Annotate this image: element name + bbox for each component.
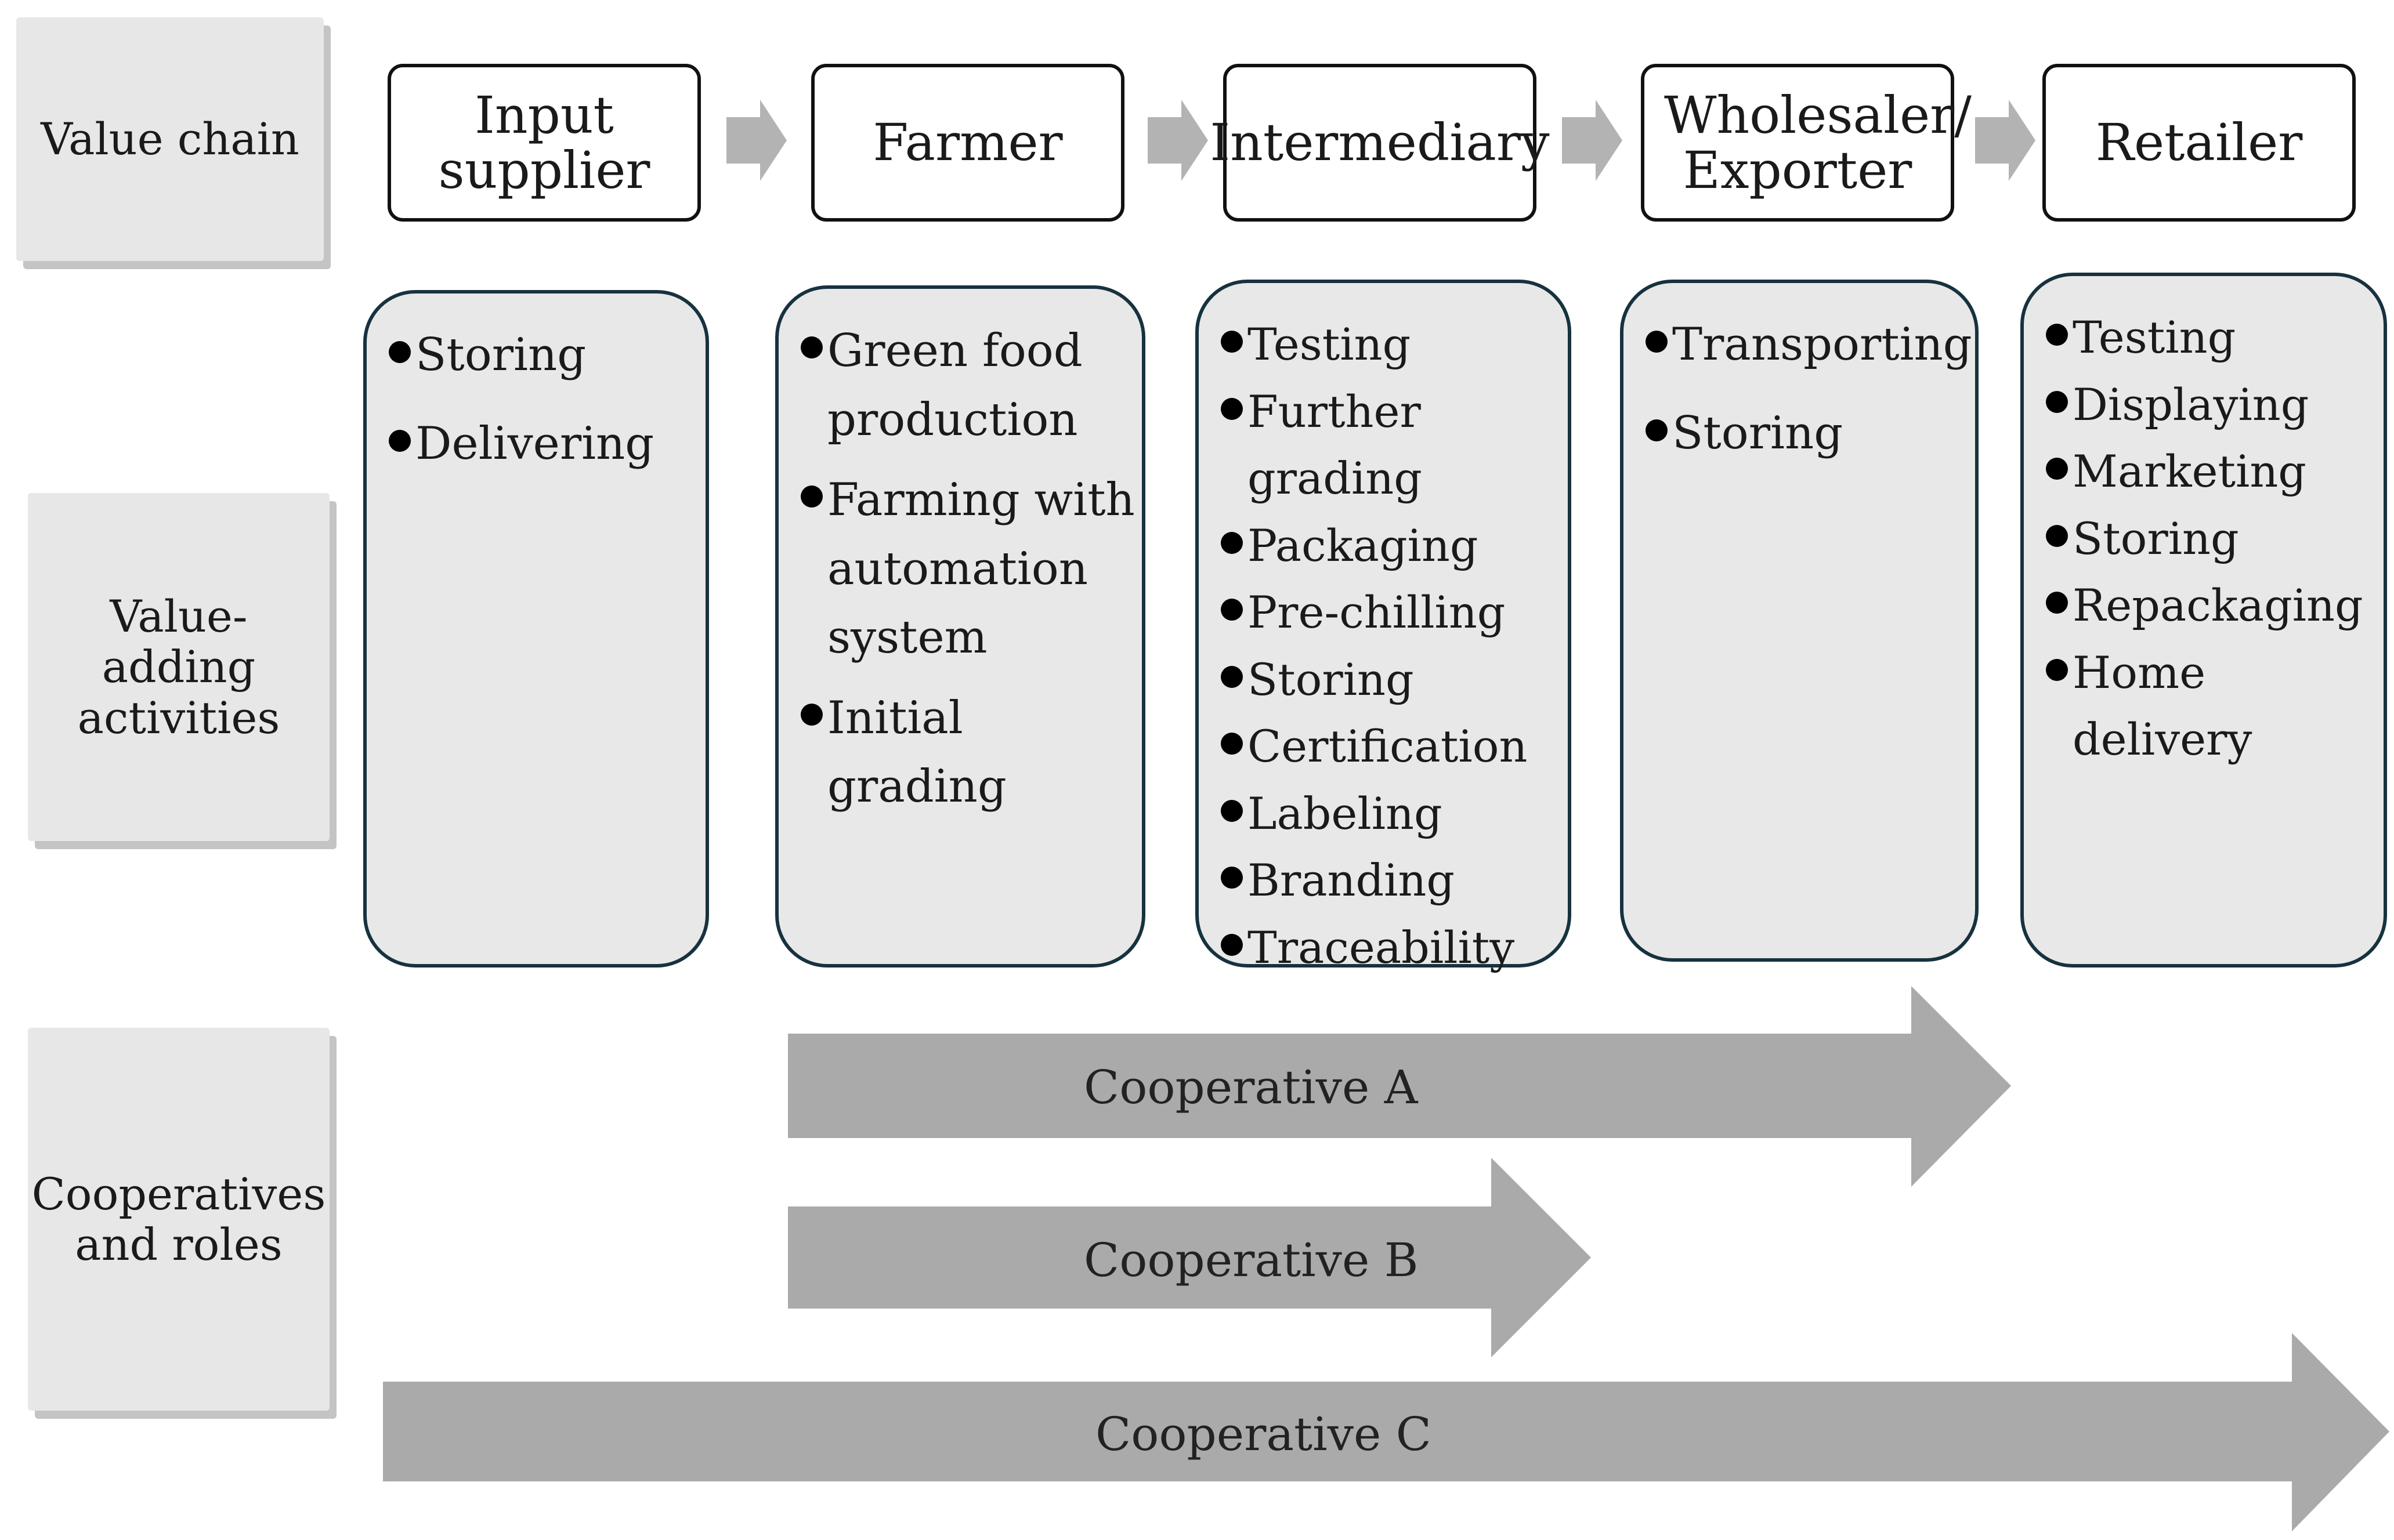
- row-label-cooperatives-text: Cooperatives and roles: [31, 1168, 326, 1270]
- stage-retailer: Retailer: [2042, 64, 2356, 222]
- stage-wholesaler-exporter: Wholesaler/ Exporter: [1641, 64, 1972, 222]
- activity-item: Packaging: [1221, 512, 1563, 579]
- activity-item: Testing: [2046, 304, 2378, 371]
- row-label-value-chain-text: Value chain: [41, 113, 299, 165]
- stage-input-supplier-label: Input supplier: [438, 85, 650, 200]
- cooperative-c-label: Cooperative C: [1095, 1407, 1431, 1461]
- activity-item: Labeling: [1221, 780, 1563, 847]
- activity-item: Traceability: [1221, 914, 1563, 981]
- activity-item: Farming with automation system: [801, 466, 1136, 672]
- activity-item: Testing: [1221, 311, 1563, 378]
- activities-wholesaler-exporter: Transporting Storing: [1620, 280, 1979, 962]
- cooperative-b-label: Cooperative B: [1084, 1233, 1419, 1287]
- activity-item: Storing: [1646, 400, 1963, 468]
- stage-farmer-label: Farmer: [873, 113, 1063, 173]
- activity-item: Initial grading: [801, 684, 1136, 821]
- row-label-value-chain: Value chain: [16, 17, 324, 261]
- stage-retailer-label: Retailer: [2095, 113, 2303, 173]
- activity-item: Marketing: [2046, 438, 2378, 505]
- activity-item: Storing: [2046, 505, 2378, 572]
- activity-item: Home delivery: [2046, 639, 2378, 773]
- activities-farmer: Green food production Farming with autom…: [775, 285, 1145, 968]
- activity-item: Storing: [1221, 646, 1563, 713]
- activity-item: Repackaging: [2046, 572, 2378, 639]
- stage-input-supplier: Input supplier: [388, 64, 701, 222]
- row-label-value-adding-text: Value- adding activities: [77, 590, 280, 744]
- activities-retailer: Testing Displaying Marketing Storing Rep…: [2020, 273, 2387, 968]
- activity-item: Green food production: [801, 317, 1136, 454]
- stage-intermediary: Intermediary: [1210, 64, 1550, 222]
- cooperative-c-arrow: [383, 1333, 2389, 1531]
- activity-item: Storing: [389, 321, 694, 389]
- activity-item: Pre-chilling: [1221, 579, 1563, 646]
- activities-input-supplier: Storing Delivering: [363, 290, 709, 968]
- cooperative-b-arrow: [788, 1158, 1591, 1357]
- cooperative-a-arrow: [788, 986, 2011, 1187]
- stage-intermediary-label: Intermediary: [1210, 113, 1550, 173]
- activity-item: Displaying: [2046, 371, 2378, 439]
- activities-intermediary: Testing Further grading Packaging Pre-ch…: [1195, 280, 1571, 973]
- row-label-cooperatives: Cooperatives and roles: [28, 1028, 330, 1411]
- activity-item: Further grading: [1221, 378, 1563, 512]
- activity-item: Transporting: [1646, 311, 1972, 379]
- activity-item: Delivering: [389, 410, 694, 478]
- activity-item: Branding: [1221, 847, 1563, 914]
- stage-farmer: Farmer: [811, 64, 1124, 222]
- row-label-value-adding: Value- adding activities: [28, 493, 330, 841]
- activity-item: Certification: [1221, 713, 1563, 780]
- stage-wholesaler-exporter-label: Wholesaler/ Exporter: [1664, 85, 1972, 200]
- cooperative-a-label: Cooperative A: [1084, 1060, 1418, 1114]
